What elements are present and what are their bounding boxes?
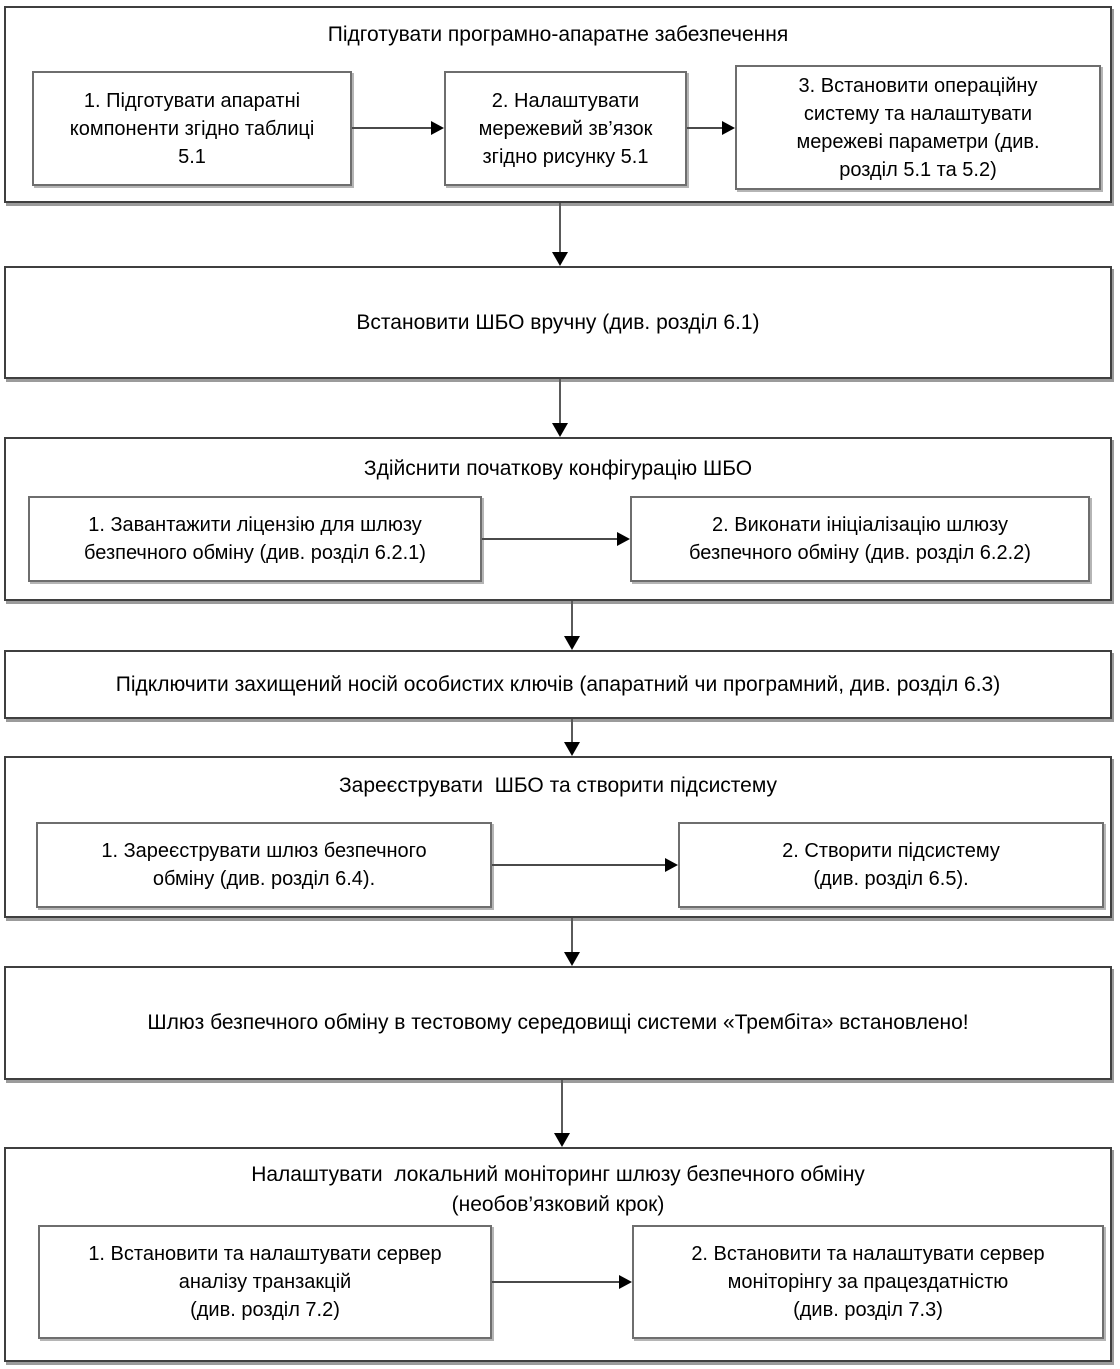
arrow-down-icon (551, 203, 569, 266)
arrow-line (571, 918, 573, 953)
arrowhead-icon (552, 423, 568, 437)
arrowhead-icon (554, 1133, 570, 1147)
section-text: Підключити захищений носій особистих клю… (115, 672, 1001, 696)
section-install-sbo-manually: Встановити ШБО вручну (див. розділ 6.1) (4, 266, 1112, 379)
arrow-right-icon (687, 120, 735, 136)
arrowhead-icon (619, 1275, 632, 1289)
arrow-right-icon (352, 120, 444, 136)
arrowhead-icon (431, 121, 444, 135)
section-initial-configuration: Здійснити початкову конфігурацію ШБО 1. … (4, 437, 1112, 601)
arrow-line (352, 127, 432, 129)
arrow-line (492, 864, 666, 866)
arrow-line (571, 719, 573, 743)
arrow-line (571, 601, 573, 637)
section-local-monitoring: Налаштувати локальний моніторинг шлюзу б… (4, 1147, 1112, 1362)
arrow-right-icon (482, 531, 630, 547)
arrow-down-icon (563, 719, 581, 756)
arrow-right-icon (492, 857, 678, 873)
arrowhead-icon (552, 252, 568, 266)
section-gateway-installed: Шлюз безпечного обміну в тестовому серед… (4, 966, 1112, 1080)
arrow-line (492, 1281, 620, 1283)
arrow-down-icon (563, 601, 581, 650)
arrow-right-icon (492, 1274, 632, 1290)
section-title: Налаштувати локальний моніторинг шлюзу б… (251, 1163, 865, 1216)
arrow-line (482, 538, 618, 540)
section-title: Здійснити початкову конфігурацію ШБО (363, 457, 753, 480)
arrowhead-icon (564, 636, 580, 650)
arrowhead-icon (564, 742, 580, 756)
step-box: 2. Створити підсистему(див. розділ 6.5). (678, 822, 1104, 908)
arrow-down-icon (551, 379, 569, 437)
arrowhead-icon (564, 952, 580, 966)
arrowhead-icon (665, 858, 678, 872)
section-title: Підготувати програмно-апаратне забезпече… (327, 23, 789, 46)
arrow-down-icon (563, 918, 581, 966)
section-text: Встановити ШБО вручну (див. розділ 6.1) (356, 310, 760, 334)
step-box-text: 2. Створити підсистему(див. розділ 6.5). (782, 840, 1000, 890)
arrowhead-icon (722, 121, 735, 135)
arrow-line (559, 203, 561, 253)
arrow-line (559, 379, 561, 424)
arrow-line (687, 127, 723, 129)
section-text: Шлюз безпечного обміну в тестовому серед… (147, 1011, 969, 1034)
section-prepare-hardware-software: Підготувати програмно-апаратне забезпече… (4, 6, 1112, 203)
arrow-line (561, 1080, 563, 1134)
arrowhead-icon (617, 532, 630, 546)
section-connect-key-media: Підключити захищений носій особистих клю… (4, 650, 1112, 719)
section-register-sbo: Зареєструвати ШБО та створити підсистему… (4, 756, 1112, 918)
section-title: Зареєструвати ШБО та створити підсистему (338, 774, 778, 797)
arrow-down-icon (553, 1080, 571, 1147)
